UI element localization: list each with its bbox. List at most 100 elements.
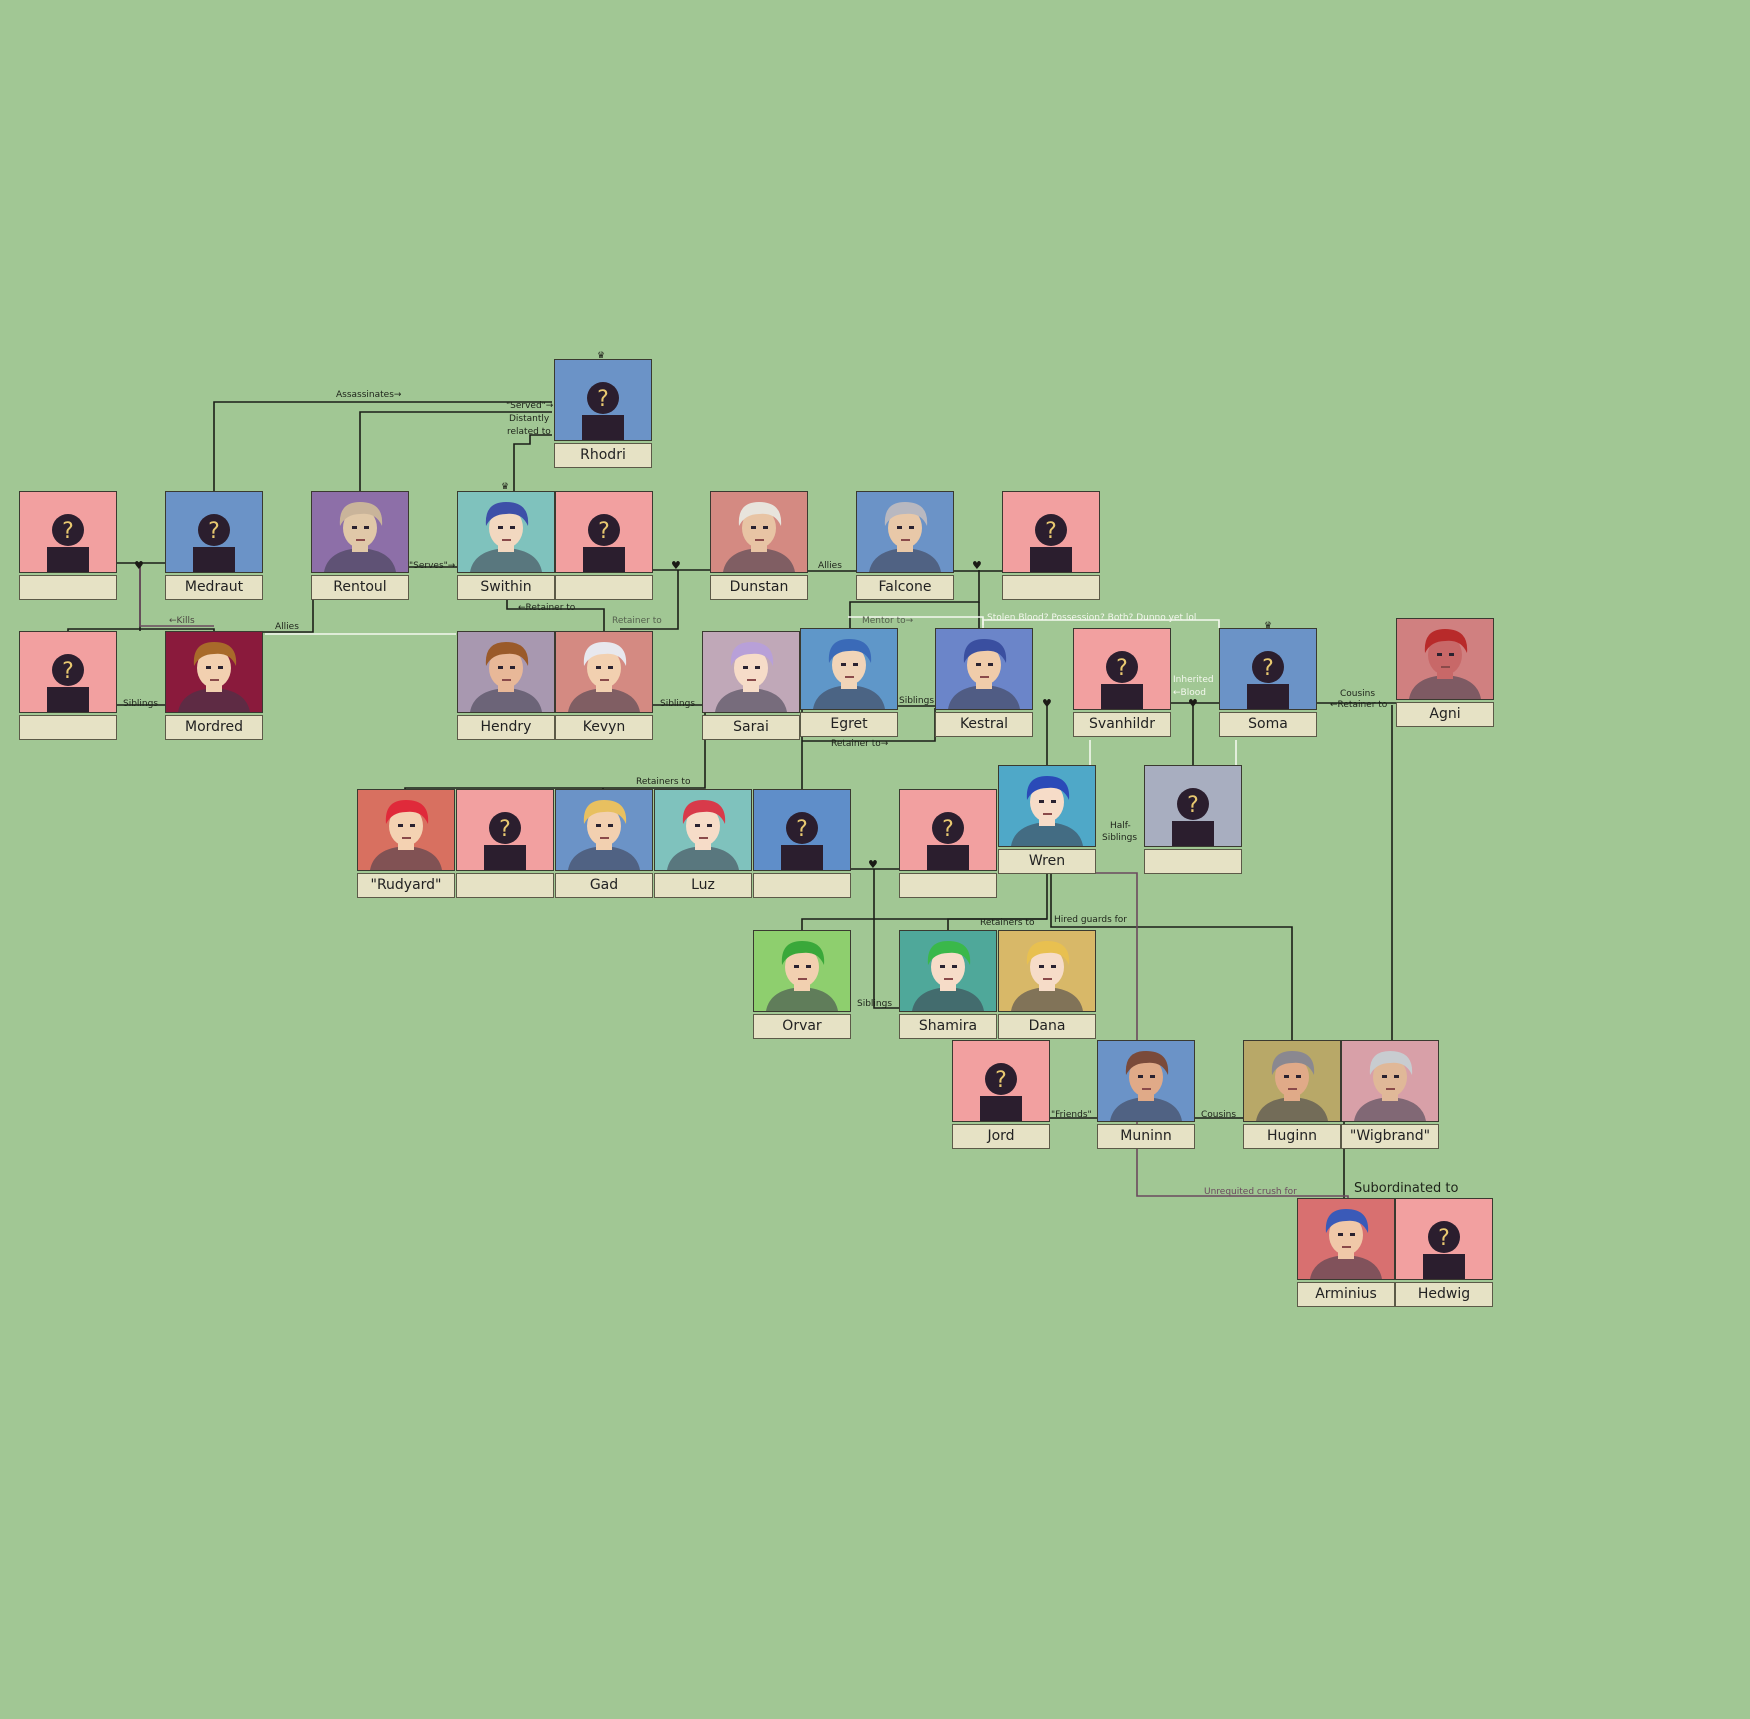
portrait bbox=[654, 789, 752, 871]
character-portrait-art bbox=[948, 639, 1020, 709]
character-portrait-art bbox=[568, 642, 640, 712]
label-blood: ←Blood bbox=[1173, 688, 1206, 698]
portrait: ? bbox=[165, 491, 263, 573]
portrait bbox=[856, 491, 954, 573]
character-card-unk-c[interactable]: ? bbox=[1002, 491, 1100, 600]
label-cousins-soma-agni: Cousins bbox=[1340, 689, 1376, 699]
character-name: Medraut bbox=[165, 575, 263, 600]
portrait bbox=[555, 789, 653, 871]
portrait: ? bbox=[899, 789, 997, 871]
label-retainer-to-kevyn: Retainer to bbox=[612, 616, 662, 626]
character-card-agni[interactable]: Agni bbox=[1396, 618, 1494, 727]
connector-line bbox=[139, 563, 214, 627]
character-card-rhodri[interactable]: ? Rhodri bbox=[554, 359, 652, 468]
unknown-portrait-icon: ? bbox=[1172, 788, 1214, 846]
label-siblings-egret-kestral: Siblings bbox=[899, 696, 935, 706]
character-name: Svanhildr bbox=[1073, 712, 1171, 737]
character-card-egret[interactable]: Egret bbox=[800, 628, 898, 737]
character-card-hedwig[interactable]: ? Hedwig bbox=[1395, 1198, 1493, 1307]
character-card-swithin[interactable]: Swithin bbox=[457, 491, 555, 600]
character-card-gad[interactable]: Gad bbox=[555, 789, 653, 898]
heart-icon: ♥ bbox=[1188, 697, 1198, 710]
character-portrait-art bbox=[1011, 776, 1083, 846]
character-name bbox=[1144, 849, 1242, 874]
character-card-orvar[interactable]: Orvar bbox=[753, 930, 851, 1039]
character-card-shamira[interactable]: Shamira bbox=[899, 930, 997, 1039]
character-card-jord[interactable]: ? Jord bbox=[952, 1040, 1050, 1149]
character-card-unk-b[interactable]: ? bbox=[555, 491, 653, 600]
svg-text:?: ? bbox=[597, 387, 609, 412]
character-card-mordred[interactable]: Mordred bbox=[165, 631, 263, 740]
portrait bbox=[753, 930, 851, 1012]
character-card-huginn[interactable]: Huginn bbox=[1243, 1040, 1341, 1149]
label-assassinates: Assassinates→ bbox=[336, 390, 402, 400]
portrait bbox=[357, 789, 455, 871]
character-portrait-art bbox=[1110, 1051, 1182, 1121]
portrait: ? bbox=[555, 491, 653, 573]
character-card-kestral[interactable]: Kestral bbox=[935, 628, 1033, 737]
character-card-unk-g[interactable]: ? bbox=[899, 789, 997, 898]
character-card-rentoul[interactable]: Rentoul bbox=[311, 491, 409, 600]
label-retainer-to-kestral: Retainer to→ bbox=[831, 739, 889, 749]
crown-icon: ♛ bbox=[501, 482, 510, 492]
label-kills: ←Kills bbox=[169, 616, 195, 626]
svg-text:?: ? bbox=[1116, 656, 1128, 681]
connector-line bbox=[849, 570, 980, 628]
character-portrait-art bbox=[912, 941, 984, 1011]
character-card-medraut[interactable]: ? Medraut bbox=[165, 491, 263, 600]
portrait bbox=[1243, 1040, 1341, 1122]
character-card-svanhildr[interactable]: ? Svanhildr bbox=[1073, 628, 1171, 737]
portrait bbox=[1341, 1040, 1439, 1122]
portrait bbox=[1396, 618, 1494, 700]
character-card-unk-a[interactable]: ? bbox=[19, 491, 117, 600]
label-served: "Served"→ bbox=[506, 401, 554, 411]
svg-text:?: ? bbox=[1262, 656, 1274, 681]
character-card-muninn[interactable]: Muninn bbox=[1097, 1040, 1195, 1149]
character-card-sarai[interactable]: Sarai bbox=[702, 631, 800, 740]
portrait: ? bbox=[456, 789, 554, 871]
character-name bbox=[19, 715, 117, 740]
character-card-unk-e[interactable]: ? bbox=[456, 789, 554, 898]
character-name: Shamira bbox=[899, 1014, 997, 1039]
character-card-unk-h[interactable]: ? bbox=[1144, 765, 1242, 874]
character-card-dana[interactable]: Dana bbox=[998, 930, 1096, 1039]
svg-text:?: ? bbox=[208, 519, 220, 544]
character-card-hendry[interactable]: Hendry bbox=[457, 631, 555, 740]
portrait bbox=[899, 930, 997, 1012]
portrait: ? bbox=[1395, 1198, 1493, 1280]
character-card-wigbrand[interactable]: "Wigbrand" bbox=[1341, 1040, 1439, 1149]
unknown-portrait-icon: ? bbox=[583, 514, 625, 572]
character-card-luz[interactable]: Luz bbox=[654, 789, 752, 898]
character-name: Luz bbox=[654, 873, 752, 898]
character-card-unk-f[interactable]: ? bbox=[753, 789, 851, 898]
character-name: Jord bbox=[952, 1124, 1050, 1149]
portrait: ? bbox=[1002, 491, 1100, 573]
character-card-falcone[interactable]: Falcone bbox=[856, 491, 954, 600]
unknown-portrait-icon: ? bbox=[980, 1063, 1022, 1121]
svg-text:?: ? bbox=[499, 817, 511, 842]
character-card-unk-d[interactable]: ? bbox=[19, 631, 117, 740]
character-card-rudyard[interactable]: "Rudyard" bbox=[357, 789, 455, 898]
character-portrait-art bbox=[470, 642, 542, 712]
character-portrait-art bbox=[1409, 629, 1481, 699]
svg-text:?: ? bbox=[598, 519, 610, 544]
character-card-kevyn[interactable]: Kevyn bbox=[555, 631, 653, 740]
portrait bbox=[165, 631, 263, 713]
character-name: Muninn bbox=[1097, 1124, 1195, 1149]
character-name: Falcone bbox=[856, 575, 954, 600]
portrait: ? bbox=[1219, 628, 1317, 710]
heart-icon: ♥ bbox=[972, 559, 982, 572]
character-card-wren[interactable]: Wren bbox=[998, 765, 1096, 874]
character-name: Huginn bbox=[1243, 1124, 1341, 1149]
character-card-arminius[interactable]: Arminius bbox=[1297, 1198, 1395, 1307]
character-name: Arminius bbox=[1297, 1282, 1395, 1307]
unknown-portrait-icon: ? bbox=[1423, 1221, 1465, 1279]
character-card-dunstan[interactable]: Dunstan bbox=[710, 491, 808, 600]
portrait bbox=[555, 631, 653, 713]
character-name: Soma bbox=[1219, 712, 1317, 737]
heart-icon: ♥ bbox=[134, 559, 144, 572]
character-name bbox=[19, 575, 117, 600]
portrait bbox=[457, 631, 555, 713]
character-card-soma[interactable]: ? Soma bbox=[1219, 628, 1317, 737]
